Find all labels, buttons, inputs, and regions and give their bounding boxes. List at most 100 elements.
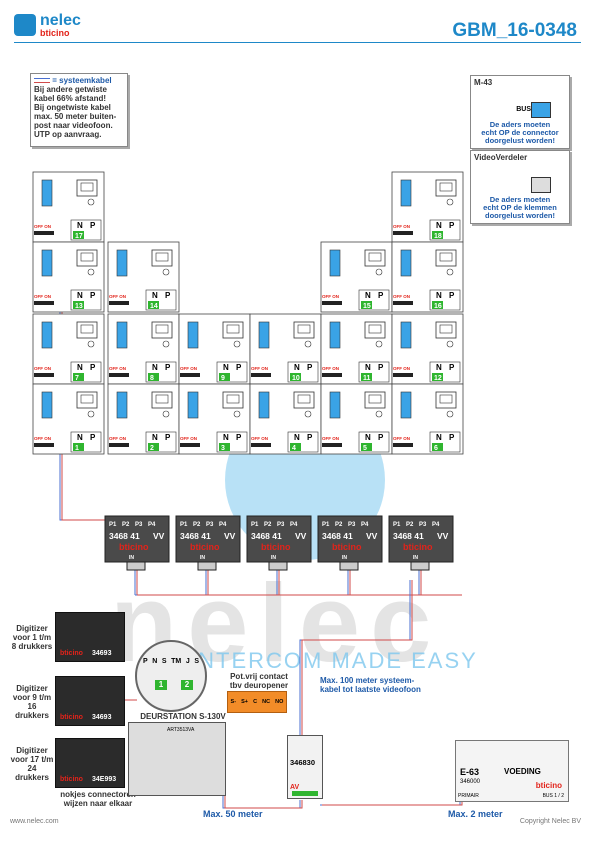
connector-icon: [400, 179, 412, 207]
terminal-label: N: [152, 658, 158, 665]
address-number: 15: [363, 303, 371, 310]
switch-label: OFF ON: [180, 436, 197, 441]
panel-m43-bus: BUS: [516, 106, 531, 113]
distributor-terminal: [197, 561, 217, 571]
n-label: N: [223, 433, 229, 442]
port-label: P3: [277, 522, 285, 528]
watermark-tagline: INTERCOM MADE EASY: [190, 648, 478, 673]
distributor-terminal: [126, 561, 146, 571]
relay-terminal: NO: [275, 699, 284, 705]
button-icon: [304, 410, 312, 418]
p-label: P: [90, 433, 96, 442]
switch-label: OFF ON: [393, 294, 410, 299]
connector-icon: [116, 321, 128, 349]
switch-label: OFF ON: [34, 224, 51, 229]
distributor-body: [246, 515, 312, 563]
address-number: 16: [434, 303, 442, 310]
button-icon: [375, 340, 383, 348]
distributor-vv: VV: [366, 531, 378, 541]
max-50-annotation: Max. 50 meter: [203, 809, 263, 819]
note-line1: = systeemkabel: [52, 76, 112, 85]
nelec-logo-icon: [14, 14, 36, 36]
switch-icon: [34, 231, 54, 235]
digitizer-1: bticino 34693: [55, 612, 125, 662]
digitizer-2-label: Digitizer voor 9 t/m 16 drukkers: [12, 684, 52, 720]
subbrand-name: bticino: [40, 28, 70, 38]
power-art: 346000: [460, 779, 481, 785]
digitizer-3-label: Digitizer voor 17 t/m 24 drukkers: [10, 746, 54, 782]
switch-label: OFF ON: [109, 366, 126, 371]
screen-icon: [80, 182, 94, 192]
n-label: N: [152, 433, 158, 442]
address-number: 7: [75, 375, 79, 382]
terminal-label: TM: [171, 658, 182, 665]
relay-terminal: NC: [262, 699, 271, 705]
screen-icon: [80, 324, 94, 334]
p-label: P: [236, 433, 242, 442]
port-label: P3: [135, 522, 143, 528]
distributor-model: 3468 41: [180, 531, 211, 541]
relay-terminal: S-: [230, 699, 237, 705]
connector-icon: [400, 321, 412, 349]
digitizer-1-model: 34693: [92, 650, 112, 657]
note-line3: kabel 66% afstand!: [34, 94, 107, 103]
p-label: P: [378, 291, 384, 300]
panel-vv-desc2: echt OP de klemmen: [483, 203, 557, 212]
screen-icon: [439, 182, 453, 192]
wire-red: [322, 800, 463, 806]
switch-icon: [322, 443, 342, 447]
button-icon: [87, 410, 95, 418]
distributor-model: 3468 41: [109, 531, 140, 541]
note-line6: post naar videofoon.: [34, 121, 113, 130]
address-number: 17: [75, 233, 83, 240]
screen-icon: [297, 394, 311, 404]
panel-m43-desc2: echt OP de connector: [481, 128, 559, 137]
power-brand: bticino: [535, 781, 562, 790]
port-label: P1: [251, 522, 259, 528]
distributor-in: IN: [413, 555, 418, 561]
bus-module-model: 346830: [290, 758, 316, 767]
brand-name: nelec: [40, 12, 81, 29]
button-icon: [233, 410, 241, 418]
address-badge: [73, 443, 84, 451]
distributor-in: IN: [129, 555, 134, 561]
connector-icon: [116, 391, 128, 419]
switch-label: OFF ON: [393, 366, 410, 371]
switch-label: OFF ON: [322, 436, 339, 441]
note-line7: UTP op aanvraag.: [34, 130, 102, 139]
address-number: 5: [363, 445, 367, 452]
screen-icon: [155, 394, 169, 404]
note-line5: max. 50 meter buiten-: [34, 112, 117, 121]
button-icon: [446, 340, 454, 348]
n-label: N: [436, 221, 442, 230]
button-icon: [87, 340, 95, 348]
p-label: P: [165, 291, 171, 300]
distributor-body: [175, 515, 241, 563]
switch-label: OFF ON: [322, 366, 339, 371]
wire-blue: [299, 580, 411, 740]
distributor-brand: bticino: [119, 542, 149, 552]
distributor-vv: VV: [437, 531, 449, 541]
p-label: P: [378, 433, 384, 442]
distributor-terminal: [410, 561, 430, 571]
terminal-label: J: [185, 658, 190, 665]
terminal-block-icon: [531, 177, 551, 193]
connector-icon: [187, 391, 199, 419]
button-icon: [375, 268, 383, 276]
switch-icon: [109, 443, 129, 447]
distributor-brand: bticino: [403, 542, 433, 552]
button-icon: [87, 198, 95, 206]
address-number: 6: [434, 445, 438, 452]
port-label: P2: [264, 522, 272, 528]
p-label: P: [236, 363, 242, 372]
distributor-terminal: [268, 561, 288, 571]
terminal-label: P: [143, 658, 148, 665]
